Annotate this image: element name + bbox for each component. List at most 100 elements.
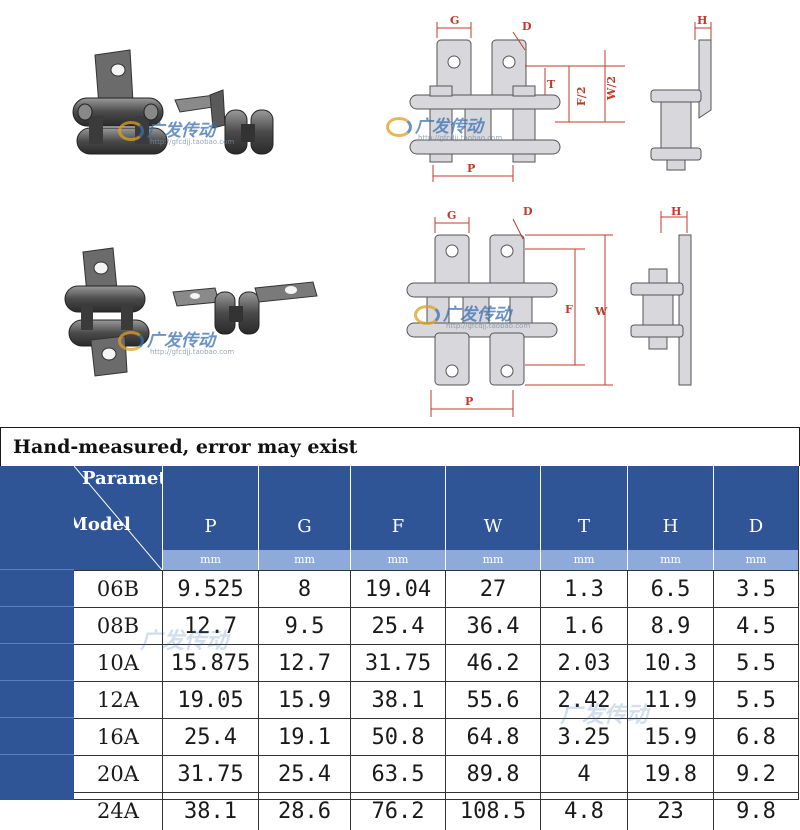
column-header-h: H <box>627 466 713 550</box>
cell-p: 15.875 <box>162 645 258 682</box>
diagram-label-p: P <box>465 395 473 408</box>
cell-g: 25.4 <box>258 756 350 793</box>
cell-p: 19.05 <box>162 682 258 719</box>
cell-g: 8 <box>258 571 350 608</box>
cell-h: 15.9 <box>627 719 713 756</box>
column-unit-p: mm <box>162 550 258 570</box>
cell-f: 63.5 <box>350 756 445 793</box>
watermark-brand: 广发传动 <box>118 116 215 141</box>
diagram-label-d: D <box>523 205 533 218</box>
table-side-bar <box>0 466 74 800</box>
column-header-d: D <box>713 466 798 550</box>
cell-g: 15.9 <box>258 682 350 719</box>
brand-logo-icon <box>118 121 144 141</box>
column-unit-h: mm <box>627 550 713 570</box>
cell-h: 10.3 <box>627 645 713 682</box>
cell-h: 6.5 <box>627 571 713 608</box>
cell-model: 06B <box>96 577 140 601</box>
column-header-label: P <box>204 516 217 537</box>
watermark-url: http://gfcdjj.taobao.com <box>150 348 235 356</box>
column-unit-g: mm <box>258 550 350 570</box>
cell-g: 19.1 <box>258 719 350 756</box>
cell-h: 19.8 <box>627 756 713 793</box>
column-header-p: P <box>162 466 258 550</box>
table-watermark: 广发传动 <box>560 703 649 728</box>
cell-p: 25.4 <box>162 719 258 756</box>
cell-f: 19.04 <box>350 571 445 608</box>
brand-logo-icon <box>386 117 412 137</box>
watermark-url: http://gfcdjj.taobao.com <box>150 138 235 146</box>
watermark-url: http://gfcdjj.taobao.com <box>446 322 531 330</box>
table-watermark: 广发传动 <box>140 629 229 654</box>
cell-t: 2.42 <box>540 682 627 719</box>
cell-d: 4.5 <box>713 608 798 645</box>
column-unit-w: mm <box>445 550 540 570</box>
column-header-t: T <box>540 466 627 550</box>
cell-w: 64.8 <box>445 719 540 756</box>
cell-f: 31.75 <box>350 645 445 682</box>
cell-g: 12.7 <box>258 645 350 682</box>
cell-w: 46.2 <box>445 645 540 682</box>
diagram-double-side: G D F W P H <box>406 205 692 417</box>
cell-model: 20A <box>97 762 139 786</box>
cell-model: 08B <box>96 614 140 638</box>
diagram-label-w: W <box>594 305 608 318</box>
column-header-label: G <box>297 516 312 537</box>
column-header-label: F <box>391 516 405 537</box>
corner-label-parameters: Parameters <box>82 468 162 489</box>
diagram-label-w-half: W/2 <box>605 76 618 101</box>
table-caption-text: Hand-measured, error may exist <box>13 436 358 458</box>
cell-f: 50.8 <box>350 719 445 756</box>
table-caption: Hand-measured, error may exist <box>0 427 800 466</box>
cell-model: 12A <box>97 688 139 712</box>
corner-diagonal-line <box>74 466 162 570</box>
column-header-g: G <box>258 466 350 550</box>
cell-h: 11.9 <box>627 682 713 719</box>
cell-w: 36.4 <box>445 608 540 645</box>
cell-model: 16A <box>97 725 139 749</box>
corner-label-model: Model <box>74 514 131 535</box>
cell-p: 31.75 <box>162 756 258 793</box>
column-header-label: W <box>483 516 503 537</box>
column-header-label: T <box>577 516 590 537</box>
watermark-brand: 广发传动 <box>386 112 483 137</box>
spec-table: Hand-measured, error may exist Parameter… <box>0 427 800 830</box>
cell-t: 3.25 <box>540 719 627 756</box>
cell-d: 5.5 <box>713 645 798 682</box>
watermark-url: http://gfcdjj.taobao.com <box>418 134 503 142</box>
product-images-area: G D T F/2 W/2 P H <box>64 14 712 417</box>
diagram-label-f: F <box>565 303 573 316</box>
diagram-label-t: T <box>547 78 556 91</box>
cell-w: 55.6 <box>445 682 540 719</box>
cell-d: 5.5 <box>713 682 798 719</box>
brand-logo-icon <box>414 305 440 325</box>
diagram-label-f-half: F/2 <box>575 87 588 106</box>
cell-f: 25.4 <box>350 608 445 645</box>
cell-f: 38.1 <box>350 682 445 719</box>
column-header-label: D <box>748 516 764 537</box>
cell-p: 12.7 <box>162 608 258 645</box>
photo-single-attachment-link <box>72 49 274 155</box>
diagram-label-g: G <box>447 209 456 222</box>
cell-w: 89.8 <box>445 756 540 793</box>
column-header-f: F <box>350 466 445 550</box>
cell-p: 9.525 <box>162 571 258 608</box>
cell-model: 10A <box>97 651 139 675</box>
cell-d: 3.5 <box>713 571 798 608</box>
cell-w: 27 <box>445 571 540 608</box>
cell-t: 4 <box>540 756 627 793</box>
photo-double-attachment-link <box>64 247 318 377</box>
diagram-label-g: G <box>450 14 459 27</box>
column-header-label: H <box>662 516 679 537</box>
brand-logo-icon <box>118 331 144 351</box>
watermark-brand: 广发传动 <box>414 300 511 325</box>
cell-g: 9.5 <box>258 608 350 645</box>
cell-t: 2.03 <box>540 645 627 682</box>
